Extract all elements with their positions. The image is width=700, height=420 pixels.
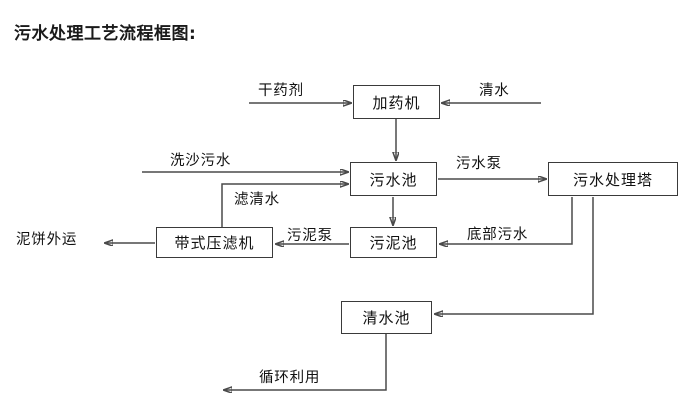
edge-label-recycle-reuse: 循环利用 bbox=[259, 370, 321, 386]
page-title: 污水处理工艺流程框图: bbox=[14, 24, 197, 44]
node-wastewater-pool[interactable]: 污水池 bbox=[350, 162, 437, 196]
edge-label-sludge-pump: 污泥泵 bbox=[287, 228, 333, 244]
edge-label-dry-reagent: 干药剂 bbox=[258, 83, 304, 99]
edge-label-sand-wash-water: 洗沙污水 bbox=[170, 153, 232, 169]
edge-label-wastewater-pump: 污水泵 bbox=[456, 156, 502, 172]
node-clear-water-pool[interactable]: 清水池 bbox=[341, 301, 432, 334]
node-dosing-machine[interactable]: 加药机 bbox=[353, 85, 440, 119]
edge-label-mud-cake-out: 泥饼外运 bbox=[16, 232, 78, 248]
edge-label-filtered-water: 滤清水 bbox=[234, 192, 280, 208]
node-treatment-tower[interactable]: 污水处理塔 bbox=[548, 162, 678, 196]
node-sludge-pool[interactable]: 污泥池 bbox=[350, 227, 437, 258]
edge-label-clean-water: 清水 bbox=[479, 83, 510, 99]
node-belt-filter-press[interactable]: 带式压滤机 bbox=[156, 227, 273, 258]
edge-label-bottom-wastewater: 底部污水 bbox=[467, 227, 529, 243]
wire-tower-to-clear-water-pool bbox=[435, 197, 594, 314]
